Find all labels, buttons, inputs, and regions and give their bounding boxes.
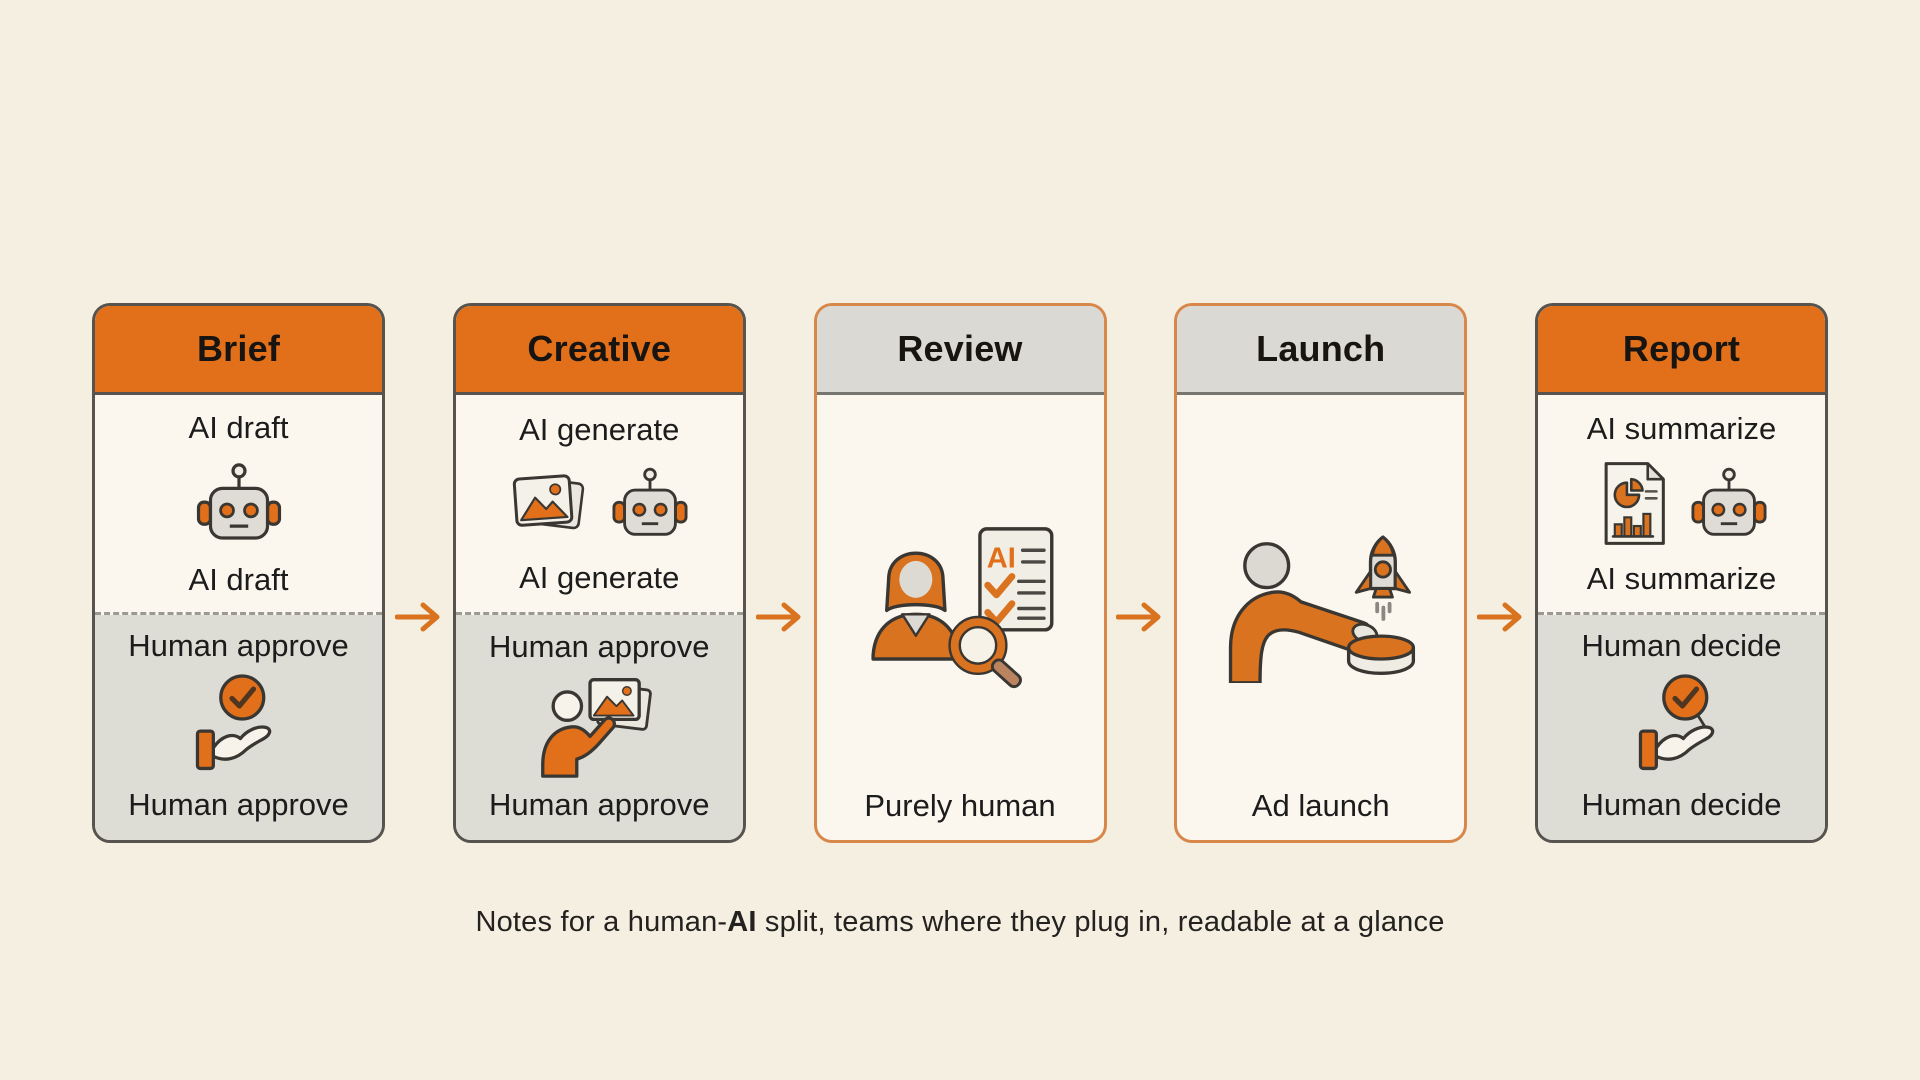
caption-bold: AI	[727, 906, 757, 938]
right-arrow-icon	[755, 602, 801, 632]
launch-button-rocket-icon	[1228, 535, 1415, 683]
card-review-title: Review	[816, 306, 1104, 395]
human-task-label: Human decide	[1581, 787, 1782, 823]
card-report-ai-section: AI summarize	[1538, 395, 1825, 615]
reviewer-checklist-magnifier-icon: AI	[870, 527, 1053, 689]
flow-arrow	[746, 303, 814, 843]
robot-icon	[196, 462, 281, 540]
card-creative: Creative AI generate	[452, 303, 746, 843]
card-launch-body: Ad launch	[1177, 395, 1464, 840]
ai-task-label: AI generate	[519, 559, 680, 595]
card-creative-ai-section: AI generate	[455, 395, 743, 615]
right-arrow-icon	[1477, 602, 1522, 632]
caption-suffix: split, teams where they plug in, readabl…	[756, 906, 1445, 938]
photo-stack-icon	[513, 473, 585, 529]
ai-task-label: AI summarize	[1586, 560, 1777, 596]
card-brief: Brief AI draft AI draft Human approve	[92, 303, 385, 843]
card-brief-human-section: Human approve Human approve	[95, 615, 382, 840]
human-task-label: Human approve	[128, 787, 349, 823]
human-task-label: Human approve	[488, 787, 710, 823]
robot-icon	[1690, 467, 1767, 536]
ai-task-label: AI summarize	[1586, 410, 1777, 446]
flow-arrow	[1107, 303, 1175, 843]
human-task-label: Human approve	[128, 628, 349, 664]
launch-label: Ad launch	[1251, 787, 1390, 823]
creative-ai-icons	[507, 463, 691, 545]
right-arrow-icon	[1116, 602, 1161, 632]
card-review-body: AI	[817, 395, 1104, 840]
card-creative-human-section: Human approve Human approve	[455, 615, 743, 840]
card-brief-ai-section: AI draft AI draft	[95, 395, 382, 615]
ai-task-label: AI draft	[188, 562, 289, 598]
robot-icon	[612, 467, 688, 536]
card-report-title: Report	[1538, 306, 1825, 395]
approve-check-hand-icon	[195, 674, 271, 771]
ai-task-label: AI generate	[519, 412, 680, 448]
card-launch-title: Launch	[1177, 306, 1465, 395]
card-report-human-section: Human decide Human decide	[1538, 615, 1825, 840]
review-label: Purely human	[864, 787, 1056, 823]
flow-arrow	[385, 303, 453, 843]
card-review: Review AI	[813, 303, 1107, 843]
human-task-label: Human approve	[488, 628, 710, 664]
approve-check-hand-icon	[1638, 674, 1714, 771]
human-task-label: Human decide	[1581, 628, 1782, 664]
checklist-ai-label: AI	[986, 543, 1015, 575]
person-holding-photo-icon	[541, 677, 653, 778]
report-ai-icons	[1594, 460, 1770, 547]
caption-prefix: Notes for a human-	[475, 906, 728, 938]
card-brief-title: Brief	[95, 306, 382, 395]
card-creative-title: Creative	[455, 306, 743, 395]
flow-arrow	[1467, 303, 1535, 843]
workflow-diagram: Brief AI draft AI draft Human approve	[92, 303, 1828, 843]
ai-task-label: AI draft	[188, 409, 289, 445]
chart-document-icon	[1604, 462, 1665, 545]
right-arrow-icon	[394, 602, 440, 632]
caption: Notes for a human-AI split, teams where …	[0, 906, 1920, 939]
card-report: Report AI summarize	[1535, 303, 1828, 843]
card-launch: Launch	[1174, 303, 1468, 843]
